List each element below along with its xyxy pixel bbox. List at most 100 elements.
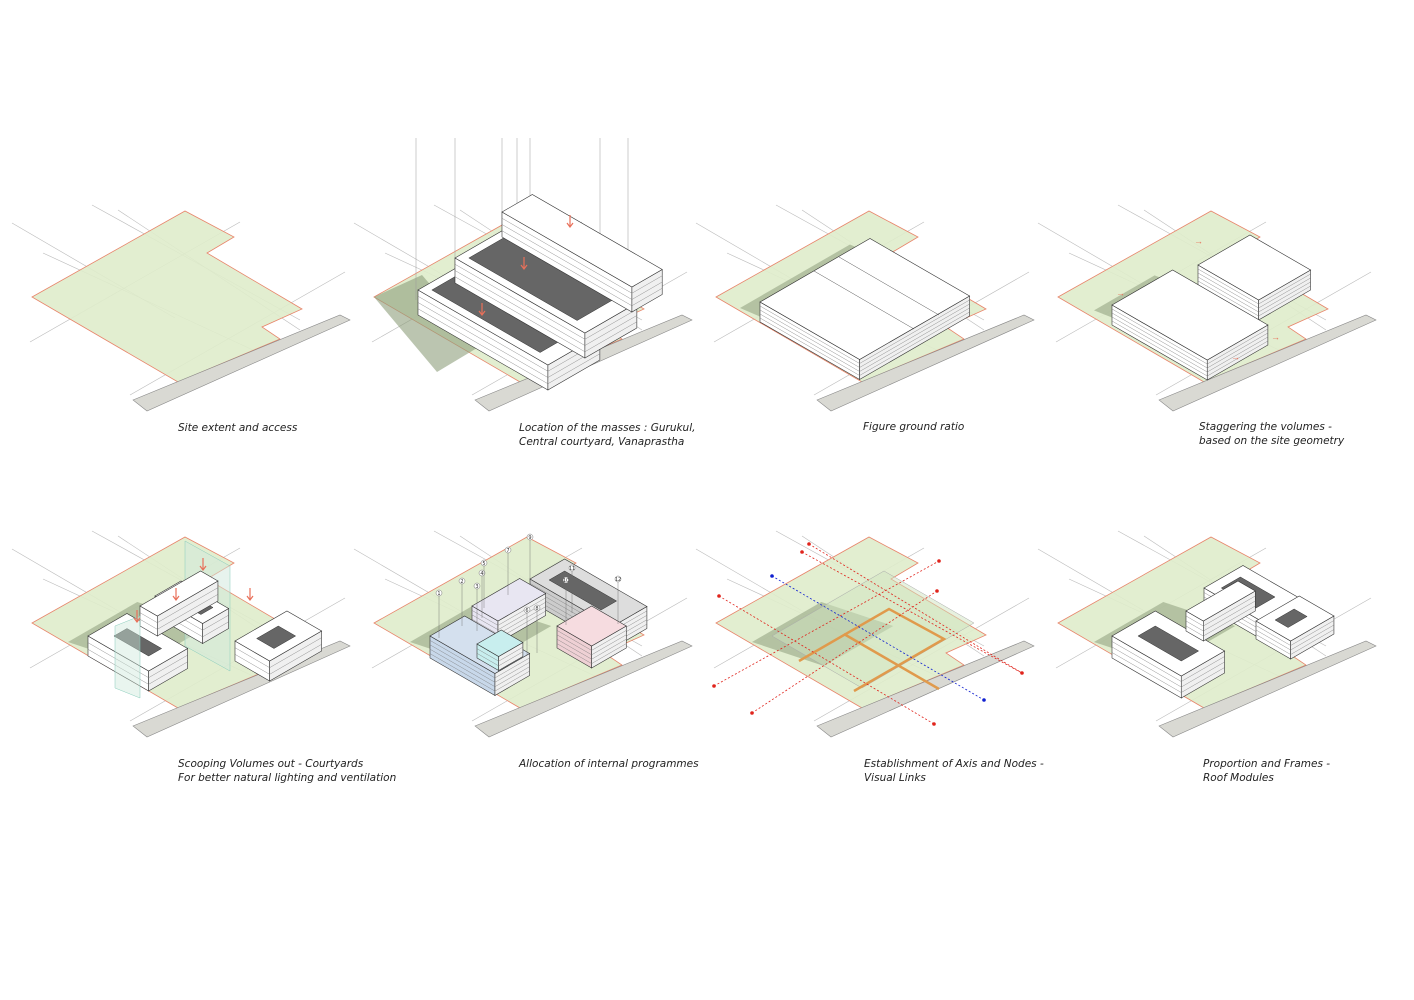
floor-line <box>454 270 637 346</box>
floor-line <box>556 630 627 651</box>
programme-label: 12 <box>615 577 621 583</box>
access-road <box>132 314 351 412</box>
floor-line <box>1111 641 1225 682</box>
shadow <box>374 275 482 372</box>
circulation-path <box>843 632 940 691</box>
programme-label: 5 <box>482 561 485 567</box>
down-arrow-icon-head <box>566 222 574 228</box>
floor-line <box>1111 320 1268 377</box>
caption-staggering-line1: Staggering the volumes - <box>1199 421 1332 433</box>
floor-line <box>454 276 637 352</box>
building-volume <box>1111 610 1226 699</box>
programme-label: 7 <box>506 548 509 554</box>
programme-label: 2 <box>460 579 463 585</box>
axis-arrow-head <box>717 594 721 598</box>
floor-line <box>1185 605 1256 637</box>
panel-location-of-masses <box>353 138 693 412</box>
access-road <box>1158 640 1377 738</box>
programme-label: 6 <box>525 608 528 614</box>
floor-line <box>476 651 523 667</box>
roof-division <box>838 256 940 316</box>
floor-line <box>759 311 970 376</box>
caption-site-extent: Site extent and access <box>178 422 298 434</box>
volume-roof <box>1111 269 1269 361</box>
building-volume <box>556 605 627 669</box>
programme-label: 8 <box>535 606 538 612</box>
access-road <box>816 314 1035 412</box>
panel-staggering: →→→→ <box>1037 204 1377 412</box>
floor-line <box>1255 629 1335 655</box>
building-volume <box>759 238 971 381</box>
down-arrow-icon-head <box>172 595 180 601</box>
floor-line <box>1197 272 1311 309</box>
label-marker <box>478 569 486 577</box>
floor-line <box>234 637 322 668</box>
panel-roof-modules <box>1037 530 1377 738</box>
floor-line <box>417 308 600 384</box>
caption-roof-line2: Roof Modules <box>1203 772 1274 784</box>
building-volume <box>476 629 524 672</box>
programme-label: 10 <box>563 578 569 584</box>
floor-line <box>1111 646 1225 688</box>
panel-scooping-courtyards <box>11 530 351 738</box>
programme-label: 1 <box>437 591 440 597</box>
building-volume <box>139 570 219 637</box>
caption-masses-line1: Location of the masses : Gurukul, <box>519 422 695 434</box>
label-marker <box>480 559 488 567</box>
down-arrow-icon-head <box>199 565 207 571</box>
axis-arrow-head <box>807 542 811 546</box>
stagger-arrow-icon: → <box>1231 352 1240 362</box>
floor-line <box>139 587 219 623</box>
axis-arrow <box>713 560 940 687</box>
floor-line <box>139 594 219 630</box>
label-marker <box>533 604 541 612</box>
axis-arrow <box>808 543 1023 674</box>
stagger-arrow-icon: → <box>1116 288 1125 298</box>
axis-arrow-head <box>982 698 986 702</box>
roof-division <box>813 270 915 330</box>
volume-roof <box>501 194 663 288</box>
caption-roof-line1: Proportion and Frames - <box>1203 758 1330 770</box>
panel-axis-and-nodes <box>695 530 1035 738</box>
volume-roof <box>1197 234 1312 301</box>
programme-label: 4 <box>480 571 483 577</box>
axis-arrow-head <box>770 574 774 578</box>
building-volume <box>454 227 638 359</box>
floor-line <box>1111 308 1268 365</box>
caption-figure-ground: Figure ground ratio <box>863 421 964 433</box>
volume-roof <box>556 605 627 647</box>
caption-programmes: Allocation of internal programmes <box>518 758 699 770</box>
label-marker <box>435 589 443 597</box>
floor-line <box>501 230 663 306</box>
axis-arrow-head <box>1020 671 1024 675</box>
stagger-arrow-icon: → <box>1194 236 1203 246</box>
floor-line <box>454 264 637 340</box>
axis-arrow <box>801 551 1023 674</box>
floor-line <box>87 649 188 685</box>
label-marker <box>473 582 481 590</box>
roof-courtyard-opening <box>1274 608 1308 628</box>
floor-line <box>1255 624 1335 651</box>
down-arrow-icon-head <box>246 595 254 601</box>
programme-label: 3 <box>475 584 478 590</box>
floor-line <box>429 653 530 692</box>
roof-courtyard-opening <box>1137 625 1200 662</box>
floor-line <box>471 597 546 626</box>
building-volume <box>1197 234 1312 321</box>
floor-line <box>429 649 530 687</box>
programme-label: 9 <box>528 535 531 541</box>
access-road <box>816 640 1035 738</box>
floor-line <box>556 639 627 660</box>
caption-scooping-line1: Scooping Volumes out - Courtyards <box>178 758 364 770</box>
axis-arrow-head <box>750 711 754 715</box>
label-marker <box>568 564 576 572</box>
caption-axis-line1: Establishment of Axis and Nodes - <box>864 758 1044 770</box>
floor-line <box>476 646 523 662</box>
floor-line <box>87 642 188 678</box>
label-marker <box>614 575 622 583</box>
building-volume <box>234 610 323 682</box>
caption-scooping-line2: For better natural lighting and ventilat… <box>178 772 396 784</box>
axis-arrow-head <box>932 722 936 726</box>
